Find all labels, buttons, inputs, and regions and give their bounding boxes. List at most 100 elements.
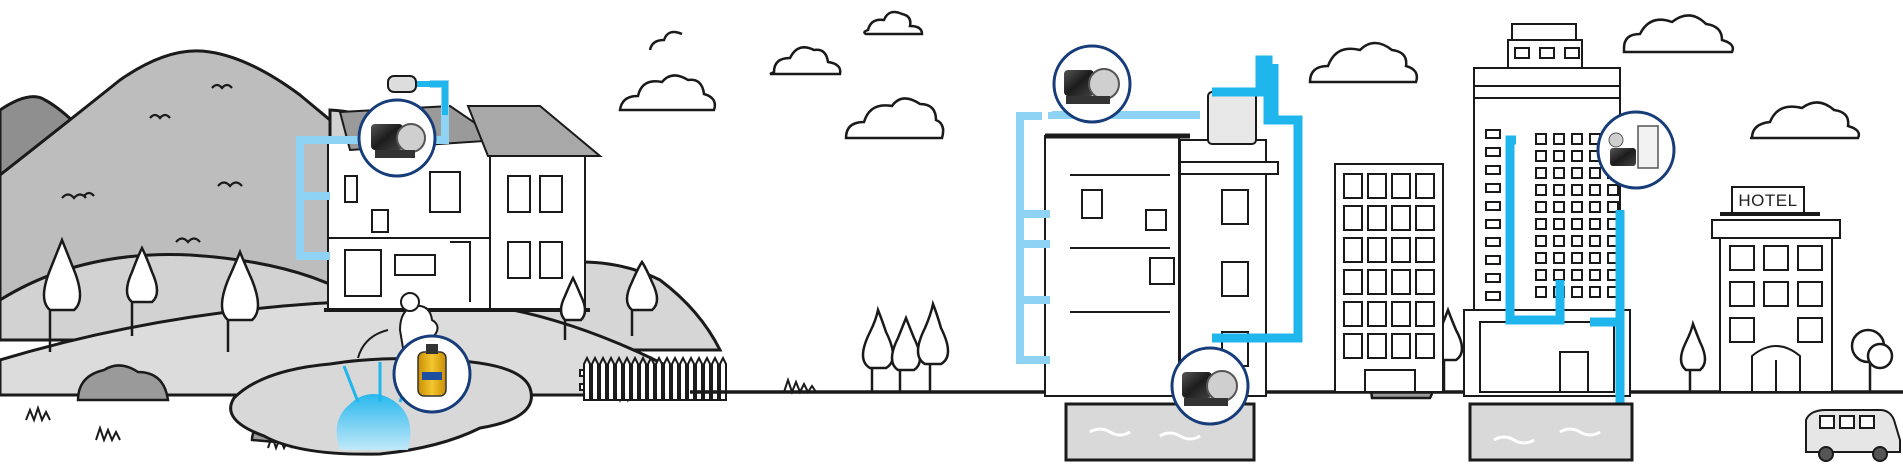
office-window [1415,269,1435,295]
office-window [1367,205,1387,231]
tower-window [1485,219,1501,229]
hotel-window [1729,281,1755,307]
hotel-window [1797,245,1823,271]
cloud [863,10,924,36]
fence-picket [599,355,607,401]
water-splash [336,394,411,450]
office-window [1391,301,1411,327]
hotel-sign-text: HOTEL [1738,191,1797,210]
hotel-window [1797,317,1823,343]
tower-window [1535,133,1547,145]
office-window [1391,333,1411,359]
rooftop-booster-pump-badge [1052,44,1132,124]
birds [61,83,243,244]
tower-window [1589,269,1601,281]
tower-window [1571,201,1583,213]
fence-picket [687,355,695,401]
tower-window [1485,273,1501,283]
apartment-building [1044,91,1279,397]
office-window [1415,301,1435,327]
tower-window [1607,184,1619,196]
office-window [1343,237,1363,263]
tower-window [1535,201,1547,213]
fence-picket [615,355,623,401]
tower-window [1553,150,1565,162]
tower-window [1485,165,1501,175]
office-window [1343,205,1363,231]
tower-window [1553,269,1565,281]
tower-window [1589,201,1601,213]
variable-frequency-pump-badge [1596,110,1676,190]
tower-window [1571,269,1583,281]
cistern-waves [1089,427,1201,441]
office-window [1343,173,1363,199]
bird [217,181,243,188]
fence [579,355,727,401]
office-window [1343,333,1363,359]
tower-window [1553,252,1565,264]
cloud [1622,14,1735,54]
fence-picket [655,355,663,401]
fence-picket [719,355,727,401]
tower-window [1589,218,1601,230]
tower-crown [1511,23,1577,41]
tower-window [1553,201,1565,213]
tree [125,245,159,336]
tower-window [1553,133,1565,145]
fence-picket [679,355,687,401]
fence-picket [591,355,599,401]
office-window [1367,301,1387,327]
hotel-window [1763,281,1789,307]
villa-roof-right [466,105,603,157]
office-window [1343,269,1363,295]
high-rise-tower [1463,23,1631,397]
office-window [1391,205,1411,231]
fence-picket [647,355,655,401]
fence-picket [623,355,631,401]
tower-window [1535,184,1547,196]
hotel-window [1729,317,1755,343]
tower-window [1589,235,1601,247]
apartment-main-pipe [1016,111,1200,364]
tower-window [1485,255,1501,265]
office-building [1334,163,1444,393]
office-window [1367,237,1387,263]
rock [76,364,170,402]
tower-window [1571,252,1583,264]
trees-left [42,236,659,352]
tower-window [1485,183,1501,193]
tower-window [1553,184,1565,196]
fence-picket [583,355,591,401]
office-window [1367,269,1387,295]
hotel-window [1729,245,1755,271]
office-window [1391,237,1411,263]
roof-water-tank [1207,91,1257,145]
clouds [618,10,1861,140]
cloud [1308,41,1419,84]
tower-window [1589,286,1601,298]
van [1805,409,1901,462]
tower-window [1535,286,1547,298]
fence-picket [671,355,679,401]
cloud [1750,101,1861,140]
office-window [1367,173,1387,199]
tower-window [1571,218,1583,230]
office-window [1415,237,1435,263]
submersible-pump-badge [392,334,472,414]
tree [890,314,922,392]
tower-window [1571,286,1583,298]
office-window [1367,333,1387,359]
tower-window [1589,252,1601,264]
tower-window [1571,150,1583,162]
tower-window [1535,252,1547,264]
bird [61,193,87,200]
office-window [1343,301,1363,327]
tower-window [1535,235,1547,247]
tree [916,299,950,392]
hills [0,49,726,397]
tower-window [1553,235,1565,247]
tree [42,236,82,352]
tower-window [1571,167,1583,179]
cloud [618,74,717,112]
